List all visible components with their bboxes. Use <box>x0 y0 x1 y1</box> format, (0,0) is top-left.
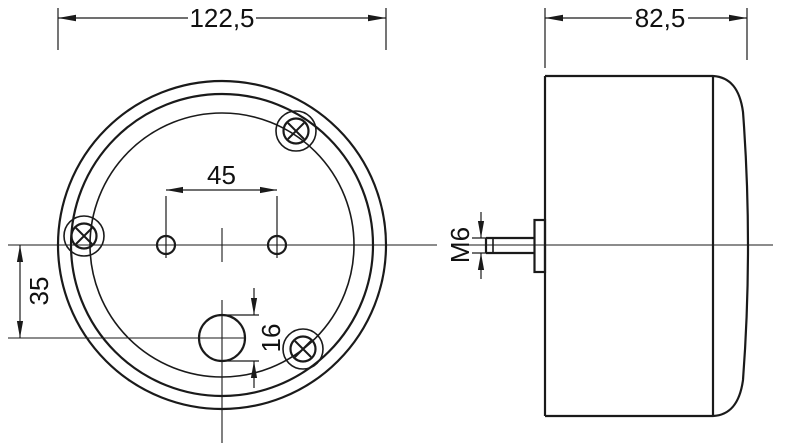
screw-head <box>282 117 310 145</box>
arrowhead-right <box>729 14 747 22</box>
arrowhead-left <box>545 14 563 22</box>
screw-head <box>70 222 98 250</box>
dim-hole-diameter: 16 <box>225 288 286 388</box>
dim-stud-thread: M6 <box>445 212 487 279</box>
phillips-cross-icon <box>287 122 305 140</box>
arrowhead-bottom <box>250 361 258 378</box>
arrowhead-top <box>477 221 485 238</box>
mounting-stud <box>484 218 547 274</box>
phillips-cross-icon <box>75 227 93 245</box>
stud-flange <box>533 218 547 274</box>
dim-depth: 82,5 <box>544 3 748 68</box>
arrowhead-bottom <box>477 253 485 270</box>
extension-lines <box>225 314 259 362</box>
arrowhead-left <box>166 186 183 194</box>
centerlines-front <box>8 228 437 443</box>
dim-text-offset: 35 <box>24 277 54 306</box>
screw-left <box>63 215 105 257</box>
screw-top-right <box>275 110 317 152</box>
screw-head <box>289 335 317 363</box>
phillips-cross-icon <box>294 340 312 358</box>
screw-boss <box>63 215 105 257</box>
arrowhead-right <box>368 14 386 22</box>
dim-text-depth: 82,5 <box>635 3 686 33</box>
screw-boss <box>275 110 317 152</box>
extension-lines <box>57 8 387 50</box>
arrowhead-top <box>250 298 258 315</box>
front-view: 122,5 45 35 16 <box>8 3 437 443</box>
dim-vertical-offset: 35 <box>16 245 54 338</box>
side-view: 82,5 M6 <box>445 3 773 418</box>
arrowhead-bottom <box>16 321 24 338</box>
screw-boss <box>282 328 324 370</box>
dim-text-thread: M6 <box>445 227 475 263</box>
screw-bottom-right <box>282 328 324 370</box>
extension-lines <box>472 237 487 254</box>
dim-overall-width: 122,5 <box>57 3 387 50</box>
dim-hole-spacing: 45 <box>165 160 278 258</box>
arrowhead-top <box>16 245 24 262</box>
housing-outline <box>543 74 750 418</box>
arrowhead-right <box>260 186 277 194</box>
dim-text-spacing: 45 <box>207 160 236 190</box>
dim-text-overall: 122,5 <box>189 3 254 33</box>
dim-text-hole: 16 <box>256 324 286 353</box>
lens-profile-curve <box>712 74 750 418</box>
extension-lines <box>165 196 278 258</box>
arrowhead-left <box>58 14 76 22</box>
